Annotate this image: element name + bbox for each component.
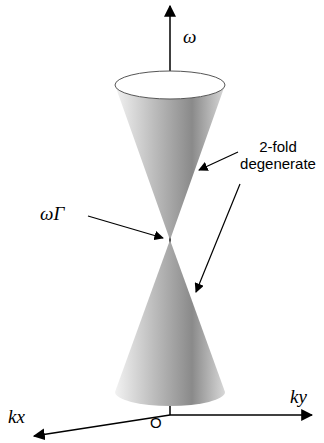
origin-label: O <box>150 414 162 431</box>
lower-cone <box>115 240 225 406</box>
leader-arrow <box>196 184 240 292</box>
upper-cone <box>115 85 225 240</box>
point-label: ωΓ <box>40 203 64 225</box>
kx-axis <box>34 415 170 436</box>
axis-label: ky <box>290 386 307 408</box>
leader-arrow <box>88 216 163 238</box>
cone-top-rim <box>115 71 225 99</box>
leader-arrow <box>199 152 238 170</box>
ky-axis <box>170 414 312 416</box>
axis-label: kx <box>8 406 25 428</box>
annotation: 2-fold degenerate <box>236 138 320 173</box>
axis-label: ω <box>183 26 196 48</box>
